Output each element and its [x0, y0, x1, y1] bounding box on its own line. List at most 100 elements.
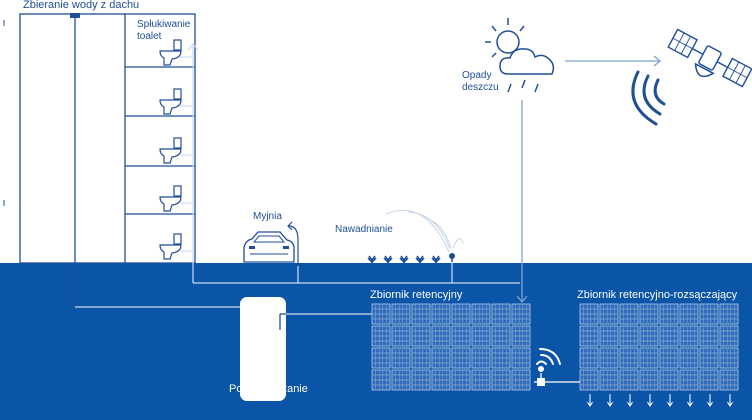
crate-module	[391, 369, 411, 391]
crate-module	[719, 325, 739, 347]
crate-module	[491, 325, 511, 347]
crate-module	[599, 369, 619, 391]
crate-module	[679, 325, 699, 347]
car-wash-label: Myjnia	[253, 211, 282, 222]
infiltration-arrow	[727, 394, 733, 407]
crate-module	[411, 347, 431, 369]
infiltration-arrow	[607, 394, 613, 407]
toilet-supply-line	[180, 43, 199, 283]
rain-label-line2: deszczu	[462, 82, 499, 93]
crate-module	[579, 325, 599, 347]
wifi-icon	[536, 348, 561, 372]
crate-module	[451, 347, 471, 369]
plant-icon	[383, 255, 393, 266]
infiltration-arrow	[647, 394, 653, 407]
crate-module	[579, 347, 599, 369]
crate-module	[679, 369, 699, 391]
sprinkler-icon	[449, 253, 455, 262]
infiltration-arrow	[667, 394, 673, 407]
infiltration-arrow	[587, 394, 593, 407]
infiltration-arrow	[627, 394, 633, 407]
rain-line	[516, 100, 528, 304]
distribution-lines	[75, 262, 520, 315]
plant-icon	[367, 255, 377, 266]
toilet-flushing-label-line1: Spłukiwanie	[137, 19, 191, 30]
crate-module	[659, 347, 679, 369]
solar-panel	[722, 57, 752, 88]
irrigation-label: Nawadnianie	[335, 224, 393, 235]
infiltration-tank-label: Zbiornik retencyjno-rozsączający	[577, 289, 738, 301]
sun-cloud-icon	[485, 18, 555, 93]
crate-module	[491, 369, 511, 391]
satellite-icon	[667, 28, 752, 88]
crate-module	[431, 347, 451, 369]
roof-downpipe	[70, 13, 80, 307]
toilet-icon	[159, 88, 182, 115]
crate-module	[579, 303, 599, 325]
plants	[367, 255, 441, 266]
crate-module	[719, 303, 739, 325]
toilet-flushing-label-line2: toalet	[137, 31, 162, 42]
crate-module	[619, 325, 639, 347]
crate-module	[599, 347, 619, 369]
crate-module	[371, 369, 391, 391]
rain-label-line1: Opady	[462, 70, 492, 81]
roof-collection-label: Zbieranie wody z dachu	[23, 0, 140, 11]
crate-module	[639, 347, 659, 369]
plant-icon	[431, 255, 441, 266]
building	[19, 13, 196, 264]
toilet-icon	[159, 39, 182, 66]
crate-module	[599, 325, 619, 347]
crate-module	[719, 347, 739, 369]
crate-module	[679, 303, 699, 325]
crate-module	[619, 303, 639, 325]
crate-module	[391, 325, 411, 347]
crate-module	[391, 303, 411, 325]
plant-icon	[415, 255, 425, 266]
crate-module	[431, 325, 451, 347]
plant-icon	[399, 255, 409, 266]
signal-arrow	[565, 55, 662, 67]
crate-module	[639, 325, 659, 347]
crate-module	[391, 347, 411, 369]
sprinkler-spray	[385, 209, 464, 253]
crate-module	[679, 347, 699, 369]
solar-panel	[667, 28, 698, 59]
crate-module	[659, 369, 679, 391]
treatment-label: Podczyszczanie	[229, 383, 308, 395]
crate-module	[699, 303, 719, 325]
crate-module	[371, 325, 391, 347]
crate-module	[491, 303, 511, 325]
crate-module	[471, 369, 491, 391]
crate-module	[471, 325, 491, 347]
crate-module	[699, 347, 719, 369]
crate-module	[599, 303, 619, 325]
retention-crates	[371, 303, 739, 391]
crate-module	[719, 369, 739, 391]
crate-module	[511, 325, 531, 347]
toilet-icon	[159, 233, 182, 260]
infiltration-arrow	[707, 394, 713, 407]
treatment-tank	[240, 297, 286, 401]
crate-module	[511, 303, 531, 325]
crate-module	[371, 303, 391, 325]
crate-module	[511, 369, 531, 391]
crate-module	[699, 369, 719, 391]
crate-module	[619, 347, 639, 369]
toilet-icon	[159, 185, 182, 212]
crate-module	[471, 303, 491, 325]
crate-module	[451, 369, 471, 391]
car-wash-spray-arrow	[288, 225, 299, 266]
retention-tank-label: Zbiornik retencyjny	[370, 289, 463, 301]
crate-module	[511, 347, 531, 369]
crate-module	[639, 303, 659, 325]
crate-module	[451, 303, 471, 325]
crate-module	[371, 347, 391, 369]
car-icon	[243, 231, 295, 263]
crate-module	[699, 325, 719, 347]
crate-module	[471, 347, 491, 369]
crate-module	[659, 303, 679, 325]
crate-module	[431, 303, 451, 325]
crate-module	[619, 369, 639, 391]
